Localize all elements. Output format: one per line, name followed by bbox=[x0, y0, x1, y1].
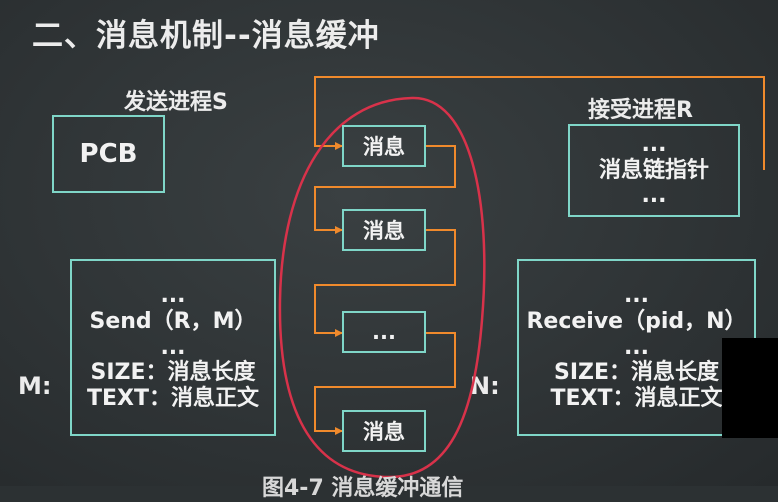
black-overlay bbox=[722, 338, 778, 438]
sender-size-line: SIZE：消息长度 bbox=[90, 360, 256, 386]
link-line bbox=[314, 229, 456, 337]
queue-message-box: 消息 bbox=[342, 410, 426, 452]
receiver-line: ... bbox=[623, 282, 650, 308]
receiver-message-chain-pointer: 消息链指针 bbox=[598, 157, 709, 183]
receiver-size-line: SIZE：消息长度 bbox=[553, 360, 719, 386]
highlight-circle bbox=[278, 96, 486, 479]
receiver-pcb-line: ... bbox=[641, 131, 667, 157]
link-line bbox=[314, 145, 456, 234]
queue-ellipsis-label: ... bbox=[372, 320, 396, 344]
pointer-loop-line bbox=[314, 76, 765, 170]
queue-message-label: 消息 bbox=[363, 219, 405, 243]
queue-message-box: 消息 bbox=[342, 209, 426, 251]
sender-pcb-label: PCB bbox=[79, 139, 138, 169]
sender-line: ... bbox=[160, 334, 186, 360]
chalkboard-background bbox=[0, 0, 778, 486]
sender-label: 发送进程S bbox=[124, 90, 228, 115]
receiver-label: 接受进程R bbox=[588, 98, 693, 123]
sender-pcb-box: PCB bbox=[52, 115, 165, 193]
queue-ellipsis-box: ... bbox=[342, 311, 426, 353]
connector-lines bbox=[278, 76, 765, 479]
receiver-receive-call: Receive（pid，N） bbox=[526, 308, 747, 334]
queue-message-label: 消息 bbox=[363, 420, 405, 444]
receiver-pcb-line: ... bbox=[641, 183, 667, 209]
sender-text-line: TEXT：消息正文 bbox=[86, 386, 259, 412]
queue-message-label: 消息 bbox=[363, 135, 405, 159]
sender-line: ... bbox=[160, 282, 186, 308]
receiver-line: ... bbox=[623, 334, 650, 360]
link-line bbox=[314, 332, 456, 435]
sender-message-area: ... Send（R，M） ... SIZE：消息长度 TEXT：消息正文 bbox=[70, 259, 276, 436]
queue-message-box: 消息 bbox=[342, 125, 426, 167]
receiver-text-line: TEXT：消息正文 bbox=[550, 386, 723, 412]
receiver-pcb-box: ... 消息链指针 ... bbox=[568, 124, 740, 217]
figure-caption: 图4-7 消息缓冲通信 bbox=[262, 476, 464, 501]
sender-area-label: M: bbox=[18, 372, 52, 400]
sender-send-call: Send（R，M） bbox=[89, 308, 257, 334]
page-title: 二、消息机制--消息缓冲 bbox=[32, 18, 380, 54]
